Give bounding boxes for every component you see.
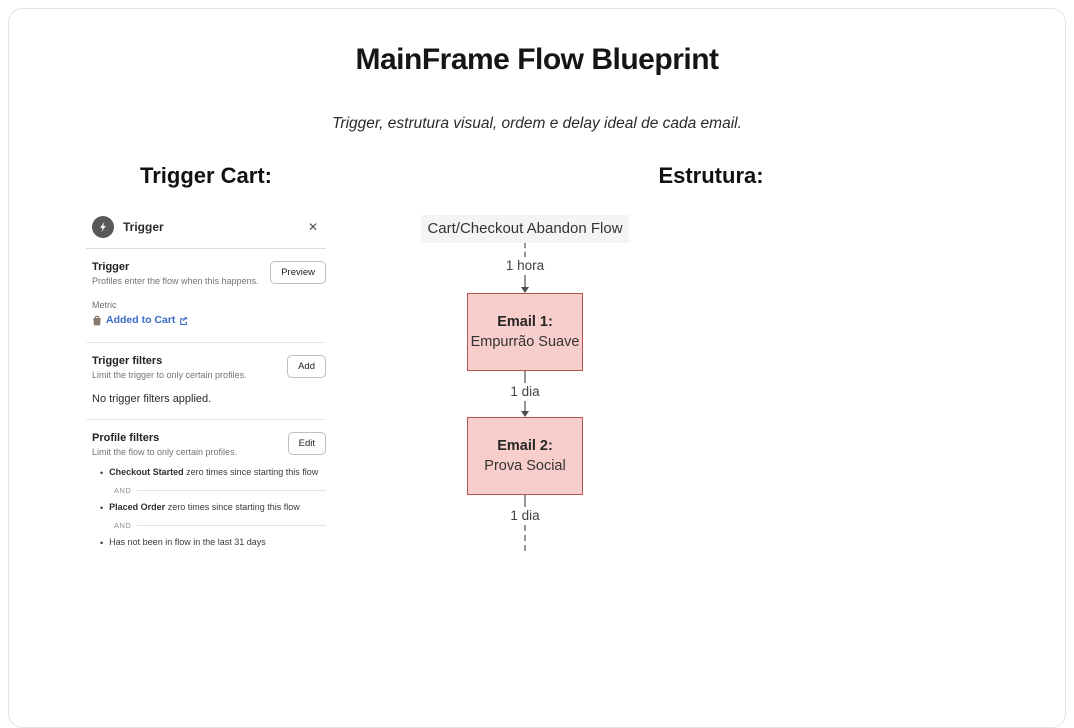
external-link-icon — [180, 316, 188, 325]
metric-link[interactable]: Added to Cart — [92, 314, 326, 326]
trigger-column: Trigger Cart: Trigger ✕ Trigger Profiles… — [86, 163, 326, 549]
arrowhead-icon — [521, 411, 529, 417]
flow-title-node: Cart/Checkout Abandon Flow — [421, 215, 629, 243]
and-separator: AND — [114, 486, 326, 495]
lightning-bolt-icon — [92, 216, 114, 238]
filter-item: • Has not been in flow in the last 31 da… — [100, 537, 266, 548]
estrutura-column: Estrutura: Cart/Checkout Abandon Flow 1 … — [421, 163, 1001, 551]
email-2-node: Email 2: Prova Social — [467, 417, 583, 495]
delay-label: 1 dia — [510, 384, 540, 399]
delay-label: 1 dia — [510, 508, 540, 523]
divider — [86, 342, 326, 343]
filter-item: • Checkout Started zero times since star… — [100, 467, 319, 478]
no-trigger-filters-text: No trigger filters applied. — [92, 393, 212, 405]
trigger-settings-panel: Trigger ✕ Trigger Profiles enter the flo… — [86, 212, 326, 549]
close-icon[interactable]: ✕ — [307, 220, 318, 234]
panel-header: Trigger ✕ — [86, 212, 326, 248]
profile-filter-list: • Checkout Started zero times since star… — [92, 467, 326, 549]
trigger-section: Trigger Profiles enter the flow when thi… — [86, 249, 326, 342]
filter-item: • Placed Order zero times since starting… — [100, 502, 300, 513]
dashed-connector — [524, 243, 526, 257]
profile-filters-section: Profile filters Limit the flow to only c… — [86, 420, 326, 549]
dashed-connector — [524, 371, 526, 383]
bullet-icon: • — [100, 538, 104, 548]
metric-link-label: Added to Cart — [106, 314, 176, 326]
profile-filters-heading: Profile filters — [92, 432, 160, 444]
bullet-icon: • — [100, 503, 104, 513]
dashed-connector — [524, 525, 526, 551]
page-card: MainFrame Flow Blueprint Trigger, estrut… — [8, 8, 1066, 728]
trigger-section-description: Profiles enter the flow when this happen… — [92, 276, 259, 286]
edit-button[interactable]: Edit — [287, 432, 326, 455]
trigger-section-heading: Trigger — [92, 261, 130, 273]
email-1-node: Email 1: Empurrão Suave — [467, 293, 583, 371]
bullet-icon: • — [100, 468, 104, 478]
divider — [86, 419, 326, 420]
divider — [86, 248, 326, 249]
page-title: MainFrame Flow Blueprint — [355, 43, 719, 76]
dashed-connector — [524, 495, 526, 507]
and-separator: AND — [114, 521, 326, 530]
profile-filters-description: Limit the flow to only certain profiles. — [92, 447, 238, 457]
right-column-heading: Estrutura: — [658, 163, 764, 188]
preview-button[interactable]: Preview — [270, 261, 326, 284]
panel-title: Trigger — [123, 220, 164, 234]
columns-row: Trigger Cart: Trigger ✕ Trigger Profiles… — [9, 163, 1065, 551]
delay-label: 1 hora — [505, 258, 545, 273]
trigger-filters-description: Limit the trigger to only certain profil… — [92, 370, 247, 380]
arrowhead-icon — [521, 287, 529, 293]
shopping-bag-icon — [93, 315, 101, 325]
trigger-filters-heading: Trigger filters — [92, 355, 163, 367]
page-subtitle: Trigger, estrutura visual, ordem e delay… — [332, 115, 742, 132]
dashed-connector — [524, 401, 526, 411]
left-column-heading: Trigger Cart: — [139, 163, 273, 188]
dashed-connector — [524, 275, 526, 287]
flow-diagram: Cart/Checkout Abandon Flow 1 hora Email … — [421, 215, 629, 551]
add-button[interactable]: Add — [287, 355, 326, 378]
trigger-filters-section: Trigger filters Limit the trigger to onl… — [86, 343, 326, 419]
metric-label: Metric — [92, 300, 117, 310]
